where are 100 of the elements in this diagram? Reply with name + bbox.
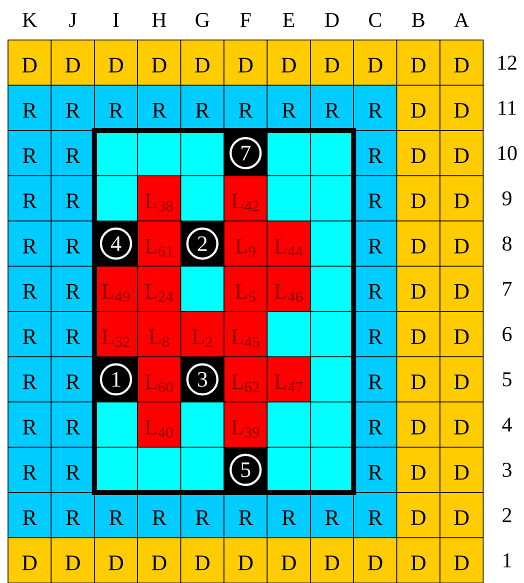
grid-cell: R [224, 492, 268, 538]
node-label: D [324, 556, 340, 570]
grid-cell: D [396, 356, 440, 402]
column-label: A [454, 13, 470, 27]
grid-cell: R [8, 130, 52, 176]
column-label: E [283, 13, 294, 27]
row-label: 12 [498, 56, 516, 70]
grid-cell: D [396, 537, 440, 583]
grid-cell: D [440, 220, 484, 267]
row-label: 11 [498, 100, 516, 115]
grid-cell: D [396, 311, 440, 358]
grid-cell: D [396, 446, 440, 493]
grid-cell: D [396, 130, 440, 176]
numbered-cell: 2 [180, 221, 224, 266]
grid-cell: R [224, 84, 268, 131]
column-label: F [240, 13, 251, 27]
grid-cell: R [137, 492, 182, 538]
node-label: 1 [112, 372, 120, 387]
grid-cell: R [353, 402, 398, 448]
grid-cell: D [266, 40, 311, 86]
grid-cell: R [353, 130, 398, 176]
grid-cell: R [8, 84, 52, 131]
grid-cell: D [396, 40, 440, 86]
numbered-cell: 7 [224, 130, 268, 176]
column-label: H [152, 13, 166, 27]
grid-cell: R [50, 402, 95, 448]
grid-cell: R [310, 492, 354, 538]
grid-cell: R [8, 266, 52, 312]
grid-cell: D [440, 356, 484, 402]
grid-cell: D [440, 537, 484, 583]
grid-cell: D [94, 40, 138, 86]
grid-cell: R [50, 84, 95, 131]
grid-cell: D [8, 40, 52, 86]
numbered-cell: 3 [180, 356, 224, 402]
grid-cell: D [440, 402, 484, 448]
grid-cell: D [353, 40, 398, 86]
label-cell: L$_{44}$ [266, 220, 311, 267]
grid-cell: R [310, 84, 354, 131]
grid-cell: D [50, 40, 95, 86]
grid-cell: R [8, 311, 52, 358]
grid-cell: D [440, 40, 484, 86]
label-cell: L$_{32}$ [94, 311, 138, 358]
grid-cell: R [50, 220, 95, 267]
grid-cell: R [50, 492, 95, 538]
numbered-cell: 1 [94, 356, 138, 402]
grid-cell: D [440, 311, 484, 358]
column-label: D [325, 13, 339, 27]
grid-cell: D [50, 537, 95, 583]
grid-cell: D [224, 40, 268, 86]
grid-cell: D [137, 40, 182, 86]
label-cell: L$_{60}$ [137, 356, 182, 402]
label-cell: L$_{61}$ [137, 220, 182, 267]
label-cell: L$_{2}$ [180, 311, 224, 358]
grid-cell: R [8, 175, 52, 222]
grid-cell: D [396, 402, 440, 448]
row-label: 6 [502, 327, 512, 342]
grid-cell: D [266, 537, 311, 583]
row-label: 1 [504, 553, 511, 568]
column-label: G [196, 12, 210, 28]
node-label: 4 [110, 236, 122, 251]
grid-cell: R [266, 492, 311, 538]
grid-cell: R [50, 175, 95, 222]
grid-cell: R [353, 492, 398, 538]
label-cell: L$_{40}$ [137, 402, 182, 448]
label-cell: L$_{47}$ [266, 356, 311, 402]
grid-cell: D [440, 175, 484, 222]
grid-cell: D [353, 537, 398, 583]
grid-cell: D [396, 220, 440, 267]
grid-cell: D [440, 130, 484, 176]
grid-cell: R [8, 220, 52, 267]
grid-cell: D [440, 446, 484, 493]
grid-cell: R [50, 356, 95, 402]
grid-cell: D [137, 537, 182, 583]
grid-cell: R [94, 84, 138, 131]
grid-cell: R [353, 220, 398, 267]
label-cell: L$_{8}$ [137, 311, 182, 358]
grid-cell: D [224, 537, 268, 583]
label-cell: L$_{45}$ [224, 311, 268, 358]
row-label: 3 [502, 462, 512, 477]
grid-cell: D [310, 40, 354, 86]
grid-cell: D [180, 40, 224, 86]
grid-cell: D [8, 537, 52, 583]
grid-cell: D [396, 84, 440, 131]
grid-cell: R [50, 266, 95, 312]
grid-cell: D [94, 537, 138, 583]
grid-cell: R [8, 492, 52, 538]
row-label: 9 [502, 191, 512, 206]
column-label: J [69, 13, 76, 27]
grid-cell: R [137, 84, 182, 131]
grid-cell: R [180, 84, 224, 131]
column-label: K [22, 13, 37, 27]
node-label: 7 [242, 146, 250, 160]
grid-cell: D [180, 537, 224, 583]
grid-cell: D [396, 266, 440, 312]
grid-cell: R [50, 446, 95, 493]
grid-cell: R [353, 356, 398, 402]
grid-cell: R [94, 492, 138, 538]
grid-cell: R [353, 266, 398, 312]
label-cell: L$_{9}$ [224, 220, 268, 267]
grid-cell: R [8, 356, 52, 402]
